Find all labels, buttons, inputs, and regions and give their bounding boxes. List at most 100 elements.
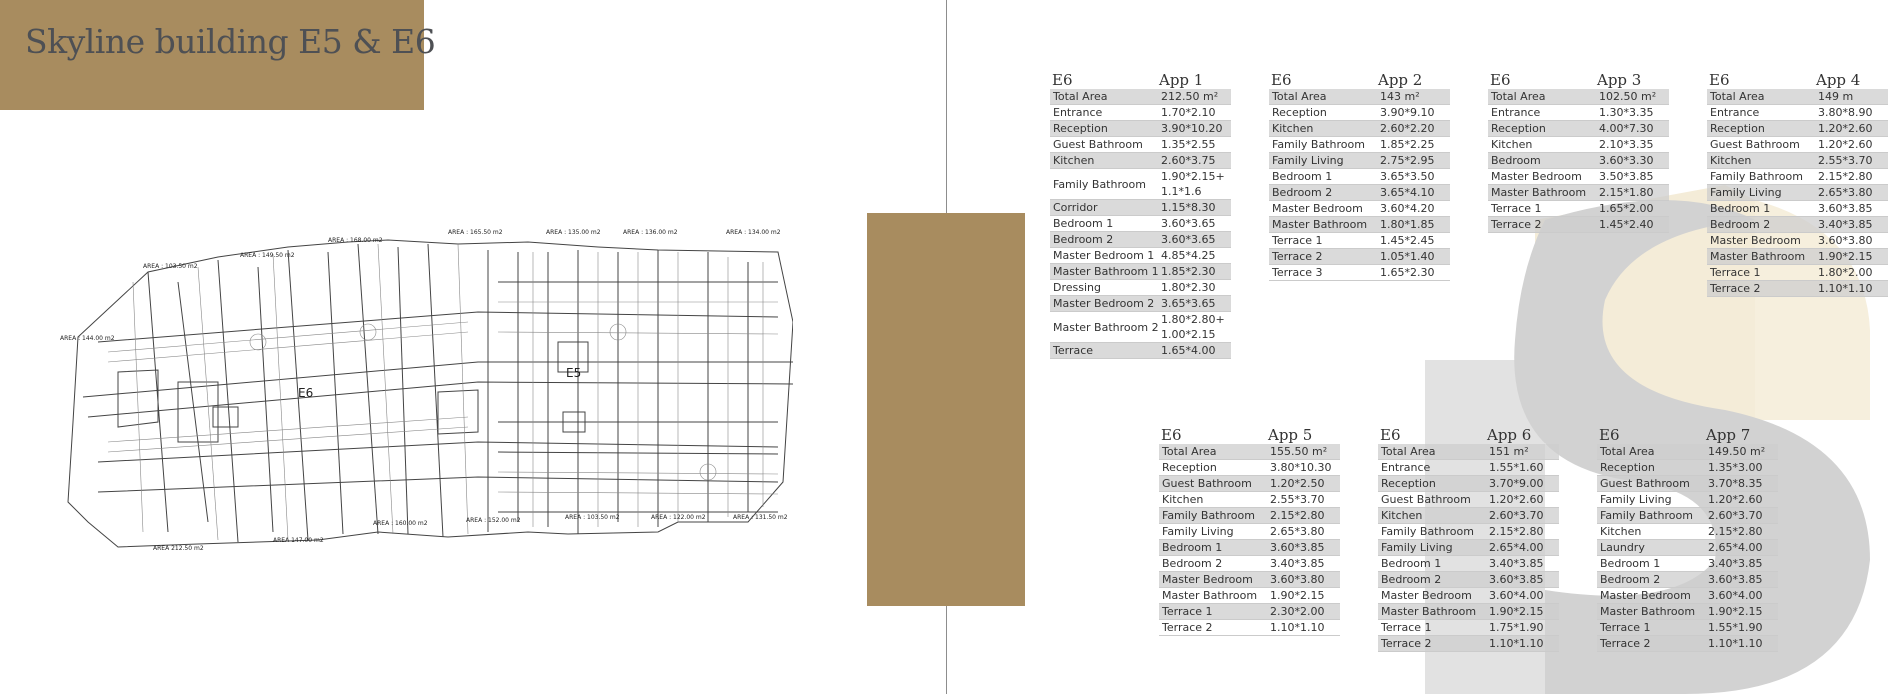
room-name: Bedroom 1 (1710, 202, 1771, 215)
room-name: Bedroom 2 (1272, 186, 1333, 199)
room-dimensions: 4.85*4.25 (1161, 249, 1216, 262)
apartment-label: App 3 (1597, 71, 1642, 89)
room-name: Terrace 2 (1162, 621, 1213, 634)
area-label: AREA : 160.00 m2 (373, 520, 428, 527)
room-dimensions: 1.75*1.90 (1489, 621, 1544, 634)
table-row: Bedroom 1 3.60*3.85 (1707, 201, 1888, 217)
room-name: Total Area (1710, 90, 1765, 103)
room-dimensions: 2.75*2.95 (1380, 154, 1435, 167)
area-label: AREA : 103.50 m2 (565, 514, 620, 521)
room-name: Family Bathroom (1162, 509, 1255, 522)
room-dimensions: 1.35*2.55 (1161, 138, 1216, 151)
room-dimensions: 1.90*2.15+ 1.1*1.6 (1161, 170, 1225, 198)
room-name: Reception (1053, 122, 1108, 135)
room-dimensions: 1.45*2.45 (1380, 234, 1435, 247)
room-dimensions: 2.15*1.80 (1599, 186, 1654, 199)
room-dimensions: 1.35*3.00 (1708, 461, 1763, 474)
room-name: Family Living (1600, 493, 1672, 506)
room-name: Bedroom 1 (1272, 170, 1333, 183)
apartment-label: App 4 (1816, 71, 1861, 89)
building-code: E6 (1709, 71, 1730, 89)
area-label: AREA : 152.00 m2 (466, 517, 521, 524)
room-dimensions: 2.65*3.80 (1270, 525, 1325, 538)
room-name: Master Bathroom (1710, 250, 1806, 263)
room-name: Master Bedroom (1272, 202, 1363, 215)
table-row: Bedroom 1 3.65*3.50 (1269, 169, 1450, 185)
room-dimensions: 3.60*3.30 (1599, 154, 1654, 167)
room-dimensions: 3.60*3.80 (1818, 234, 1873, 247)
room-dimensions: 1.55*1.90 (1708, 621, 1763, 634)
room-dimensions: 3.60*3.85 (1818, 202, 1873, 215)
area-label: AREA : 135.00 m2 (546, 229, 601, 236)
room-dimensions: 3.60*4.20 (1380, 202, 1435, 215)
room-dimensions: 4.00*7.30 (1599, 122, 1654, 135)
room-name: Kitchen (1162, 493, 1204, 506)
room-name: Master Bedroom 1 (1053, 249, 1155, 262)
room-name: Reception (1710, 122, 1765, 135)
room-dimensions: 1.20*2.60 (1708, 493, 1763, 506)
title-block: Skyline building E5 & E6 (0, 0, 436, 110)
room-name: Corridor (1053, 201, 1098, 214)
area-label: AREA : 122.00 m2 (651, 514, 706, 521)
room-name: Entrance (1381, 461, 1431, 474)
room-name: Bedroom 1 (1600, 557, 1661, 570)
room-dimensions: 3.40*3.85 (1818, 218, 1873, 231)
building-code: E6 (1599, 426, 1620, 444)
area-label: AREA : 136.00 m2 (623, 229, 678, 236)
room-dimensions: 2.60*2.20 (1380, 122, 1435, 135)
room-dimensions: 1.20*2.60 (1818, 138, 1873, 151)
room-dimensions: 3.65*3.50 (1380, 170, 1435, 183)
room-dimensions: 3.90*10.20 (1161, 122, 1223, 135)
room-dimensions: 2.60*3.75 (1161, 154, 1216, 167)
building-code: E6 (1161, 426, 1182, 444)
room-dimensions: 2.15*2.80 (1270, 509, 1325, 522)
room-name: Terrace 1 (1710, 266, 1761, 279)
room-dimensions: 2.10*3.35 (1599, 138, 1654, 151)
room-name: Terrace 3 (1272, 266, 1323, 279)
room-name: Terrace 1 (1381, 621, 1432, 634)
area-label: AREA : 134.00 m2 (726, 229, 781, 236)
room-name: Terrace (1053, 344, 1094, 357)
apartment-label: App 2 (1378, 71, 1423, 89)
room-dimensions: 1.90*2.15 (1489, 605, 1544, 618)
room-name: Family Bathroom (1710, 170, 1803, 183)
apartment-label: App 6 (1487, 426, 1532, 444)
table-row: Reception 3.90*10.20 (1050, 121, 1231, 137)
table-row: Terrace 1.65*4.00 (1050, 343, 1231, 359)
room-dimensions: 1.90*2.15 (1708, 605, 1763, 618)
room-name: Bedroom 2 (1053, 233, 1114, 246)
gold-band (867, 213, 1025, 606)
room-dimensions: 1.65*4.00 (1161, 344, 1216, 357)
room-name: Family Bathroom (1272, 138, 1365, 151)
